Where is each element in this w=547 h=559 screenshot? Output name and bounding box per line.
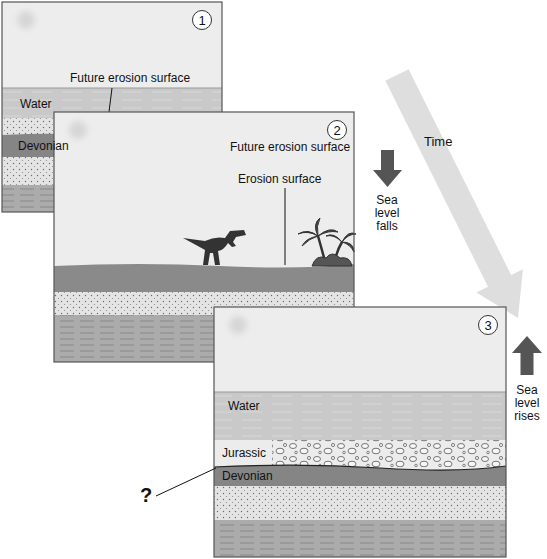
sea-level-falls-arrow	[373, 150, 402, 187]
question-mark: ?	[140, 484, 152, 506]
layer-label: Jurassic	[222, 447, 266, 460]
sea-level-rises-arrow	[512, 336, 542, 375]
layer-label: Water	[20, 98, 52, 111]
panel-number: 2	[327, 120, 347, 140]
question-leader	[156, 468, 216, 496]
time-arrow	[385, 69, 523, 318]
panel-number: 1	[192, 10, 212, 30]
node-text: 3	[484, 318, 491, 333]
node-text: 1	[198, 13, 205, 28]
annotation: Future erosion surface	[230, 141, 350, 154]
palm-trees	[298, 218, 356, 266]
layer-label: Water	[228, 400, 260, 413]
dinosaur	[183, 230, 246, 265]
sea-level-note: Sea level falls	[367, 194, 407, 233]
node-text: 2	[333, 123, 340, 138]
panel-three	[214, 307, 506, 557]
panel-number: 3	[478, 315, 498, 335]
layer-label: Devonian	[18, 140, 69, 153]
time-label: Time	[424, 134, 452, 149]
sea-level-note: Sea level rises	[508, 384, 546, 423]
annotation: Erosion surface	[238, 173, 321, 186]
annotation: Future erosion surface	[70, 72, 190, 85]
layer-label: Devonian	[222, 470, 273, 483]
